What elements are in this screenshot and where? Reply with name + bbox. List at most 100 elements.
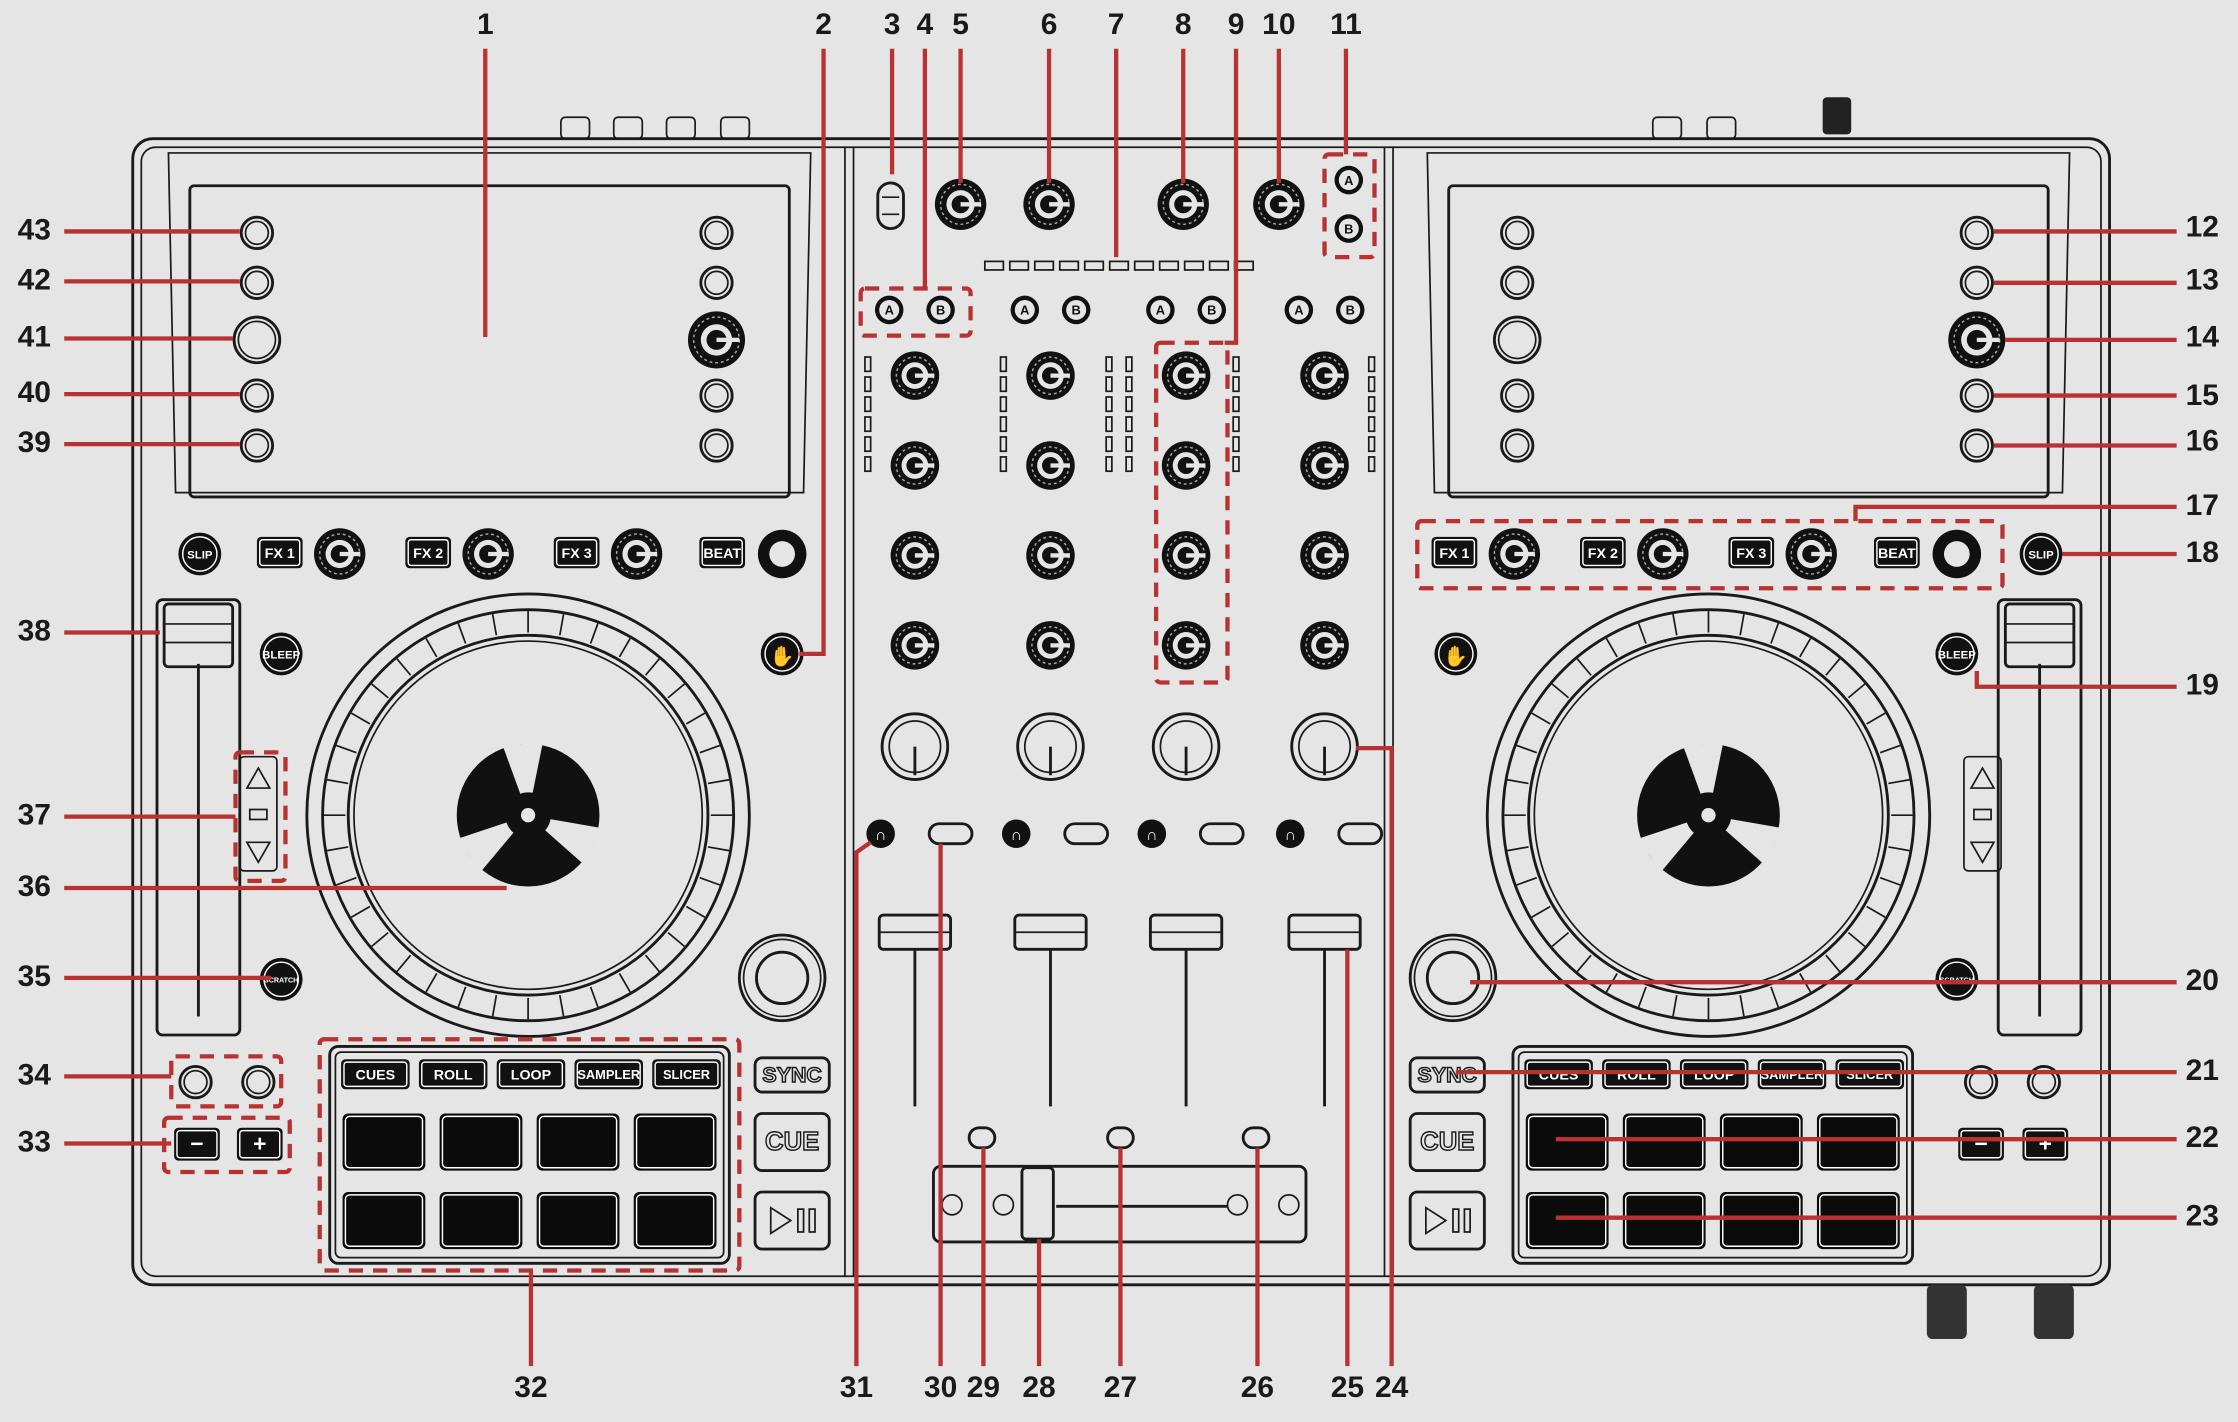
left-display-button[interactable] (699, 428, 734, 463)
left-display-button[interactable] (239, 215, 275, 250)
right-pad-parameter-left[interactable] (1963, 1064, 1999, 1100)
left-jog-wheel[interactable] (305, 592, 751, 1038)
left-slip-touch-button[interactable] (760, 632, 804, 676)
right-minus-button[interactable] (1958, 1127, 2004, 1161)
pitch-nudge-up-icon[interactable] (1969, 766, 1996, 789)
right-performance-pad[interactable] (1719, 1113, 1803, 1171)
channel-3-filter-knob[interactable] (1151, 712, 1221, 781)
channel-1-cue-button[interactable] (866, 819, 895, 849)
right-jog-platter[interactable] (1527, 633, 1890, 997)
left-slicer-mode-button[interactable] (652, 1059, 721, 1090)
left-fx1-button[interactable] (256, 536, 303, 569)
left-display-button[interactable] (699, 265, 734, 300)
right-plus-button[interactable] (2022, 1127, 2069, 1161)
crossfader-assign-switch[interactable] (967, 1126, 997, 1150)
left-performance-pad[interactable] (536, 1191, 620, 1250)
right-display-button[interactable] (1500, 215, 1535, 250)
left-large-display-button[interactable] (232, 315, 282, 365)
pitch-reset-icon[interactable] (248, 808, 268, 821)
left-display-button[interactable] (699, 378, 734, 413)
right-display-button[interactable] (1500, 265, 1535, 300)
right-fx2-button[interactable] (1580, 536, 1626, 569)
right-display-button[interactable] (1500, 378, 1535, 413)
right-play-pause-button[interactable] (1408, 1190, 1486, 1251)
right-fx3-button[interactable] (1728, 536, 1775, 569)
left-performance-pad[interactable] (633, 1113, 717, 1171)
input-toggle[interactable] (876, 181, 905, 231)
channel-1-filter-knob[interactable] (880, 712, 950, 781)
left-display-button[interactable] (699, 215, 734, 250)
channel-1-link-button[interactable] (927, 822, 974, 846)
left-display-button[interactable] (239, 428, 275, 463)
left-sampler-mode-button[interactable] (574, 1059, 643, 1090)
left-performance-pad[interactable] (342, 1191, 426, 1250)
right-display-button[interactable] (1959, 265, 1994, 300)
crossfader-cap[interactable] (1020, 1166, 1055, 1241)
right-performance-pad[interactable] (1525, 1113, 1609, 1171)
right-performance-pad[interactable] (1525, 1191, 1609, 1250)
right-pad-parameter-right[interactable] (2026, 1064, 2062, 1100)
right-display-button[interactable] (1959, 215, 1994, 250)
left-performance-pad[interactable] (342, 1113, 426, 1171)
left-slip-button[interactable] (178, 532, 222, 576)
left-sync-button[interactable] (753, 1056, 831, 1094)
crossfader-assign-switch[interactable] (1106, 1126, 1135, 1150)
left-pad-parameter-left[interactable] (178, 1064, 213, 1100)
left-plus-button[interactable] (236, 1127, 283, 1161)
right-beat-button[interactable] (1874, 536, 1920, 569)
left-display-button[interactable] (239, 378, 275, 413)
right-performance-pad[interactable] (1816, 1191, 1900, 1250)
right-performance-pad[interactable] (1816, 1113, 1900, 1171)
channel-level-meter-segment (1367, 356, 1376, 373)
left-display-button[interactable] (239, 265, 275, 300)
left-pitch-fader-cap[interactable] (162, 602, 235, 669)
left-performance-pad[interactable] (439, 1113, 523, 1171)
channel-4-cue-button[interactable] (1276, 819, 1305, 849)
channel-2-link-button[interactable] (1063, 822, 1110, 846)
right-slip-button[interactable] (2019, 532, 2063, 576)
channel-3-link-button[interactable] (1198, 822, 1245, 846)
right-shift-button[interactable] (1408, 933, 1498, 1023)
left-cues-mode-button[interactable] (341, 1059, 410, 1090)
pitch-nudge-up-icon[interactable] (245, 766, 272, 789)
left-fx2-button[interactable] (405, 536, 452, 569)
left-shift-button[interactable] (737, 933, 827, 1023)
right-scratch-button[interactable] (1935, 957, 1979, 1001)
left-performance-pad[interactable] (439, 1191, 523, 1250)
right-display-button[interactable] (1959, 378, 1994, 413)
right-performance-pad[interactable] (1622, 1113, 1706, 1171)
channel-3-cue-button[interactable] (1137, 819, 1167, 849)
right-bleep-button[interactable] (1935, 632, 1979, 676)
right-fx1-button[interactable] (1431, 536, 1478, 569)
left-fx3-button[interactable] (553, 536, 600, 569)
channel-2-filter-knob[interactable] (1016, 712, 1085, 781)
crossfader-assign-switch[interactable] (1241, 1126, 1271, 1150)
left-performance-pad[interactable] (633, 1191, 717, 1250)
pitch-reset-icon[interactable] (1973, 808, 1992, 821)
right-performance-pad[interactable] (1622, 1191, 1706, 1250)
pitch-nudge-down-icon[interactable] (1969, 841, 1996, 865)
right-pitch-fader-cap[interactable] (2003, 602, 2076, 669)
pitch-nudge-down-icon[interactable] (245, 841, 272, 865)
right-jog-wheel[interactable] (1485, 592, 1932, 1038)
right-sync-button[interactable] (1408, 1056, 1486, 1094)
left-minus-button[interactable] (174, 1127, 220, 1161)
left-loop-mode-button[interactable] (496, 1059, 566, 1090)
left-performance-pad[interactable] (536, 1113, 620, 1171)
right-large-display-button[interactable] (1492, 315, 1542, 365)
left-bleep-button[interactable] (259, 632, 303, 676)
left-beat-button[interactable] (699, 536, 746, 569)
left-pad-parameter-right[interactable] (241, 1064, 276, 1100)
right-display-button[interactable] (1959, 428, 1994, 463)
channel-2-cue-button[interactable] (1001, 819, 1031, 849)
left-jog-platter[interactable] (346, 633, 710, 997)
left-play-pause-button[interactable] (753, 1190, 831, 1251)
left-cue-button[interactable] (753, 1112, 831, 1173)
right-display-button[interactable] (1500, 428, 1535, 463)
right-performance-pad[interactable] (1719, 1191, 1803, 1250)
channel-4-link-button[interactable] (1337, 822, 1384, 846)
right-cue-button[interactable] (1408, 1112, 1486, 1173)
right-slip-touch-button[interactable] (1434, 632, 1478, 676)
left-scratch-button[interactable] (259, 957, 303, 1001)
left-roll-mode-button[interactable] (418, 1059, 488, 1090)
